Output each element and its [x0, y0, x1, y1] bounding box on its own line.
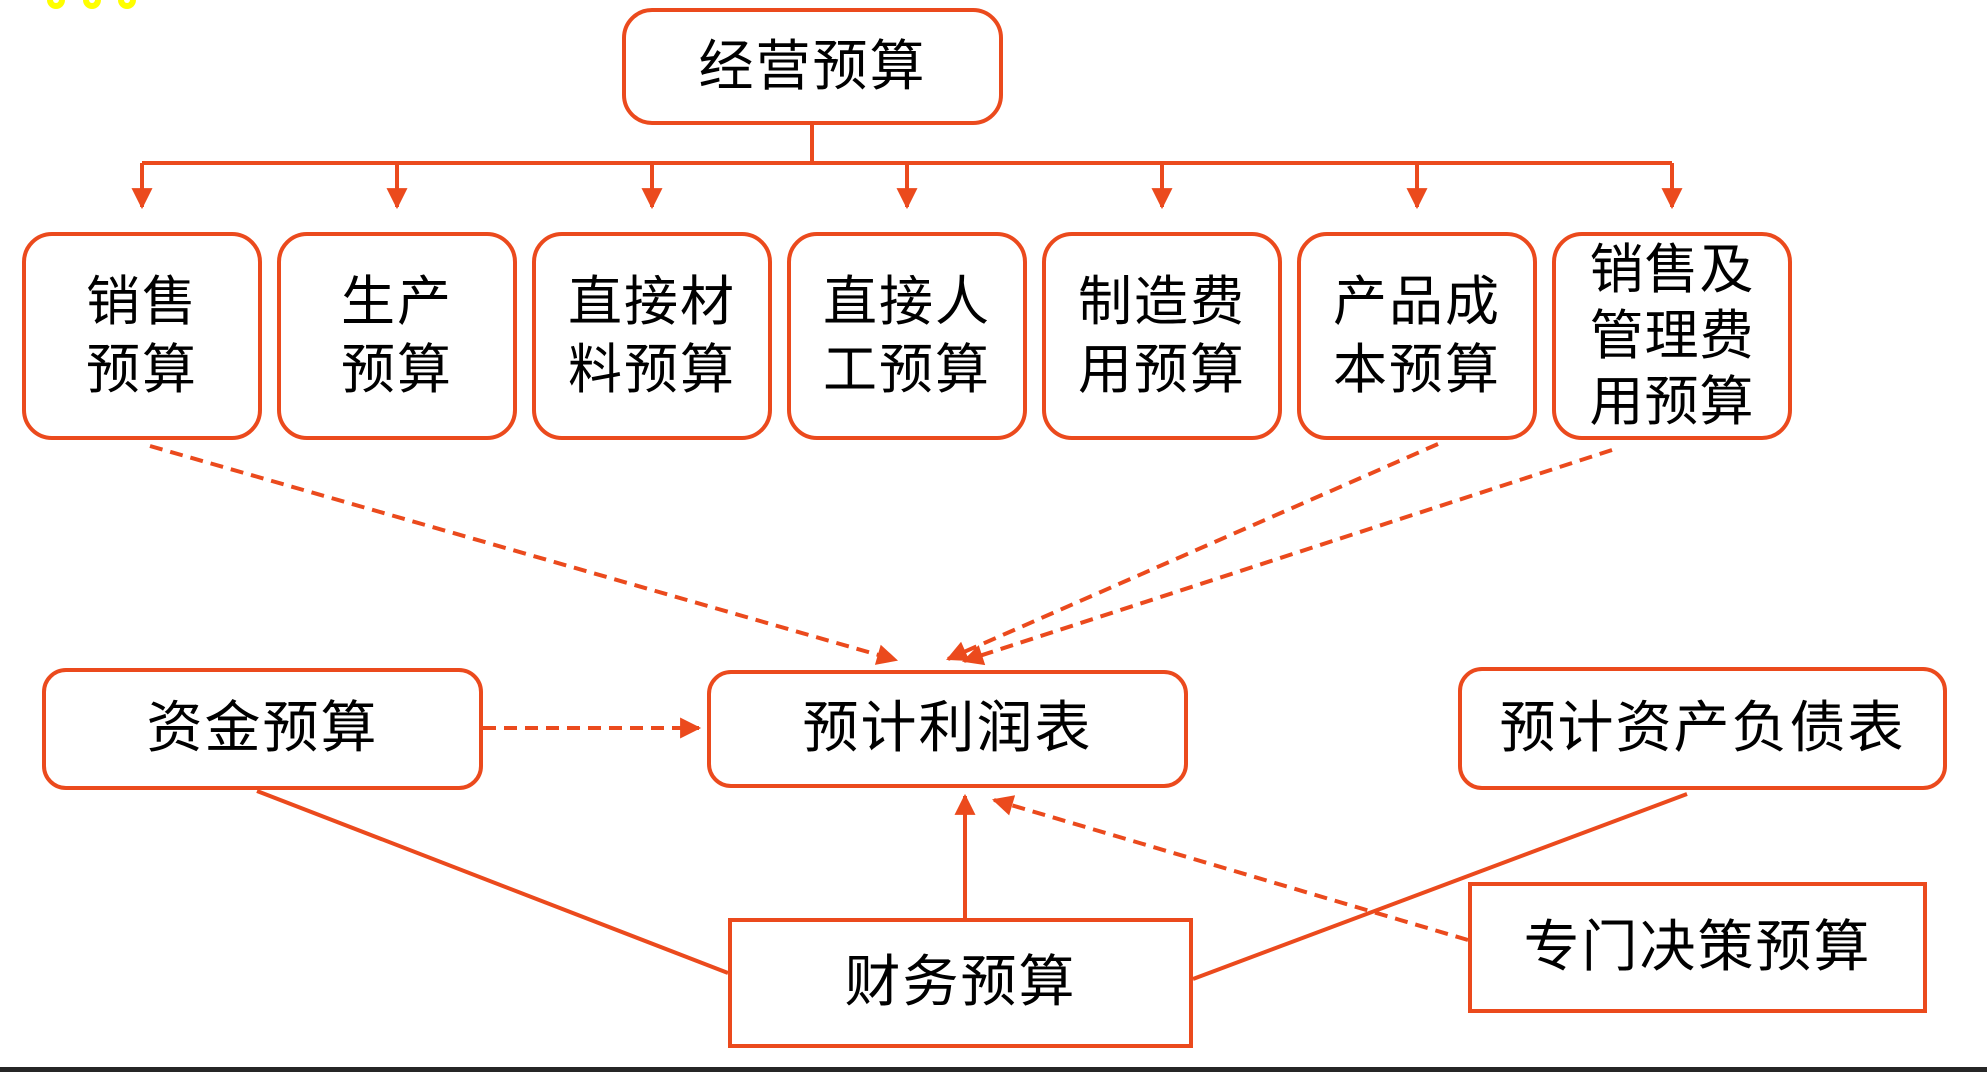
node-cash-budget: 资金预算 — [42, 668, 483, 790]
node-manufacturing-overhead-budget-label: 制造费 用预算 — [1078, 272, 1246, 400]
node-sales-budget-label: 销售 预算 — [86, 272, 198, 400]
node-operating-budget: 经营预算 — [622, 8, 1003, 125]
node-sales-budget: 销售 预算 — [22, 232, 262, 440]
node-direct-materials-budget: 直接材 料预算 — [532, 232, 772, 440]
dashed-arrow-product-cost-to-income-statement — [946, 442, 1439, 662]
node-budgeted-income-statement: 预计利润表 — [707, 670, 1188, 788]
dashed-arrow-selling-admin-to-income-statement — [962, 448, 1613, 666]
node-selling-admin-expense-budget: 销售及 管理费 用预算 — [1552, 232, 1792, 440]
node-direct-labor-budget-label: 直接人 工预算 — [823, 272, 991, 400]
yellow-glyph-mark — [47, 0, 65, 9]
node-direct-labor-budget: 直接人 工预算 — [787, 232, 1027, 440]
line-financial-budget-to-balance-sheet — [1192, 792, 1688, 981]
node-budgeted-income-statement-label: 预计利润表 — [802, 698, 1093, 760]
node-budgeted-balance-sheet-label: 预计资产负债表 — [1499, 697, 1906, 760]
node-special-decision-budget-label: 专门决策预算 — [1523, 916, 1872, 979]
node-product-cost-budget-label: 产品成 本预算 — [1333, 272, 1501, 400]
node-manufacturing-overhead-budget: 制造费 用预算 — [1042, 232, 1282, 440]
node-cash-budget-label: 资金预算 — [146, 698, 379, 760]
node-operating-budget-label: 经营预算 — [698, 35, 927, 97]
yellow-glyph-mark — [83, 0, 101, 9]
dashed-arrow-special-decision-to-income-statement — [991, 795, 1469, 942]
node-product-cost-budget: 产品成 本预算 — [1297, 232, 1537, 440]
node-selling-admin-expense-budget-label: 销售及 管理费 用预算 — [1589, 240, 1755, 432]
node-financial-budget-label: 财务预算 — [844, 952, 1077, 1014]
node-direct-materials-budget-label: 直接材 料预算 — [568, 272, 736, 400]
node-budgeted-balance-sheet: 预计资产负债表 — [1458, 667, 1947, 790]
node-production-budget-label: 生产 预算 — [341, 272, 453, 400]
bottom-divider — [0, 1067, 1987, 1072]
line-cash-budget-to-financial-budget — [256, 789, 729, 975]
yellow-glyph-mark — [118, 0, 136, 9]
node-financial-budget: 财务预算 — [728, 918, 1193, 1048]
dashed-arrow-sales-to-income-statement — [149, 444, 899, 665]
node-special-decision-budget: 专门决策预算 — [1468, 882, 1927, 1013]
node-production-budget: 生产 预算 — [277, 232, 517, 440]
